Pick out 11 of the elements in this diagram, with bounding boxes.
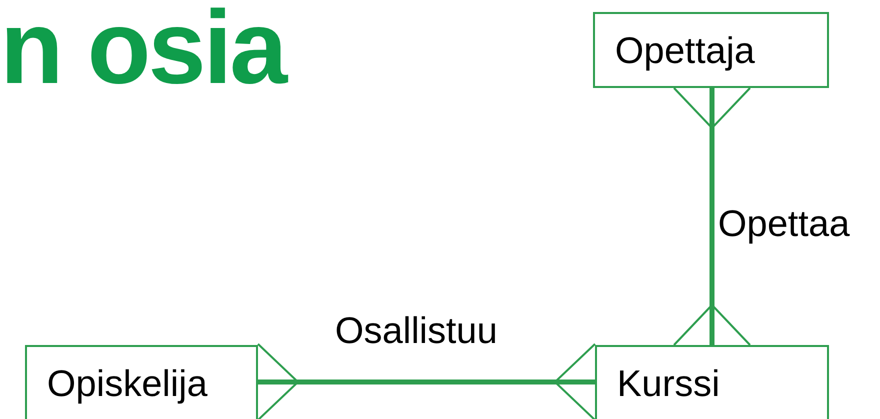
entity-name: Opiskelija — [47, 365, 208, 402]
entity-box — [593, 12, 829, 88]
relationship-line — [257, 343, 596, 419]
entity-box — [595, 345, 829, 419]
entity-name: Kurssi — [617, 365, 721, 402]
entity-box — [25, 345, 258, 419]
relationship-line — [673, 87, 751, 346]
entity-name: Opettaja — [615, 32, 756, 69]
edge-label: Osallistuu — [335, 312, 498, 349]
edge-label: Opettaa — [718, 205, 850, 242]
title: n osia — [0, 0, 285, 100]
